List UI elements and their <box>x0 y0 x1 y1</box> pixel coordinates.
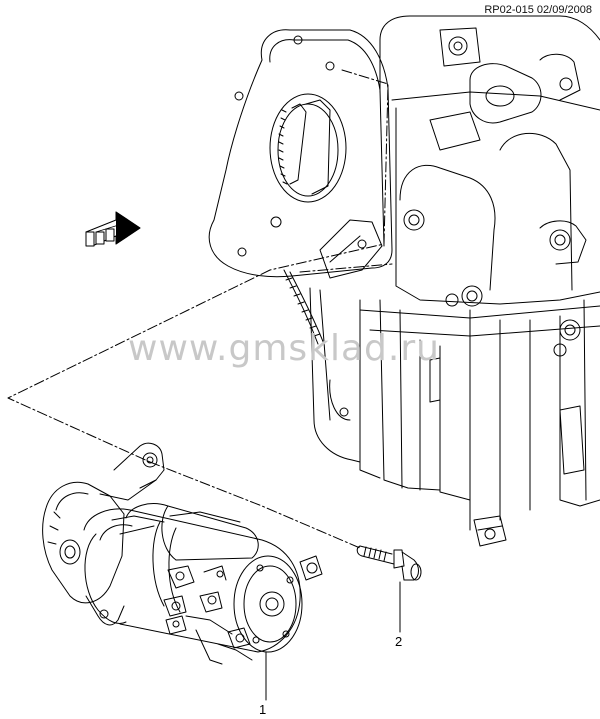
starter-motor <box>42 442 323 665</box>
mounting-bolt <box>356 545 422 581</box>
drawing-reference: RP02-015 02/09/2008 <box>484 4 592 16</box>
engine-block <box>208 15 600 547</box>
callout-leaders <box>265 581 401 701</box>
watermark: www.gmsklad.ru <box>128 328 440 369</box>
callout-number-2: 2 <box>395 634 403 649</box>
callout-number-1: 1 <box>259 702 267 717</box>
assembly-lines <box>7 69 393 549</box>
front-direction-arrow-icon <box>85 211 141 247</box>
